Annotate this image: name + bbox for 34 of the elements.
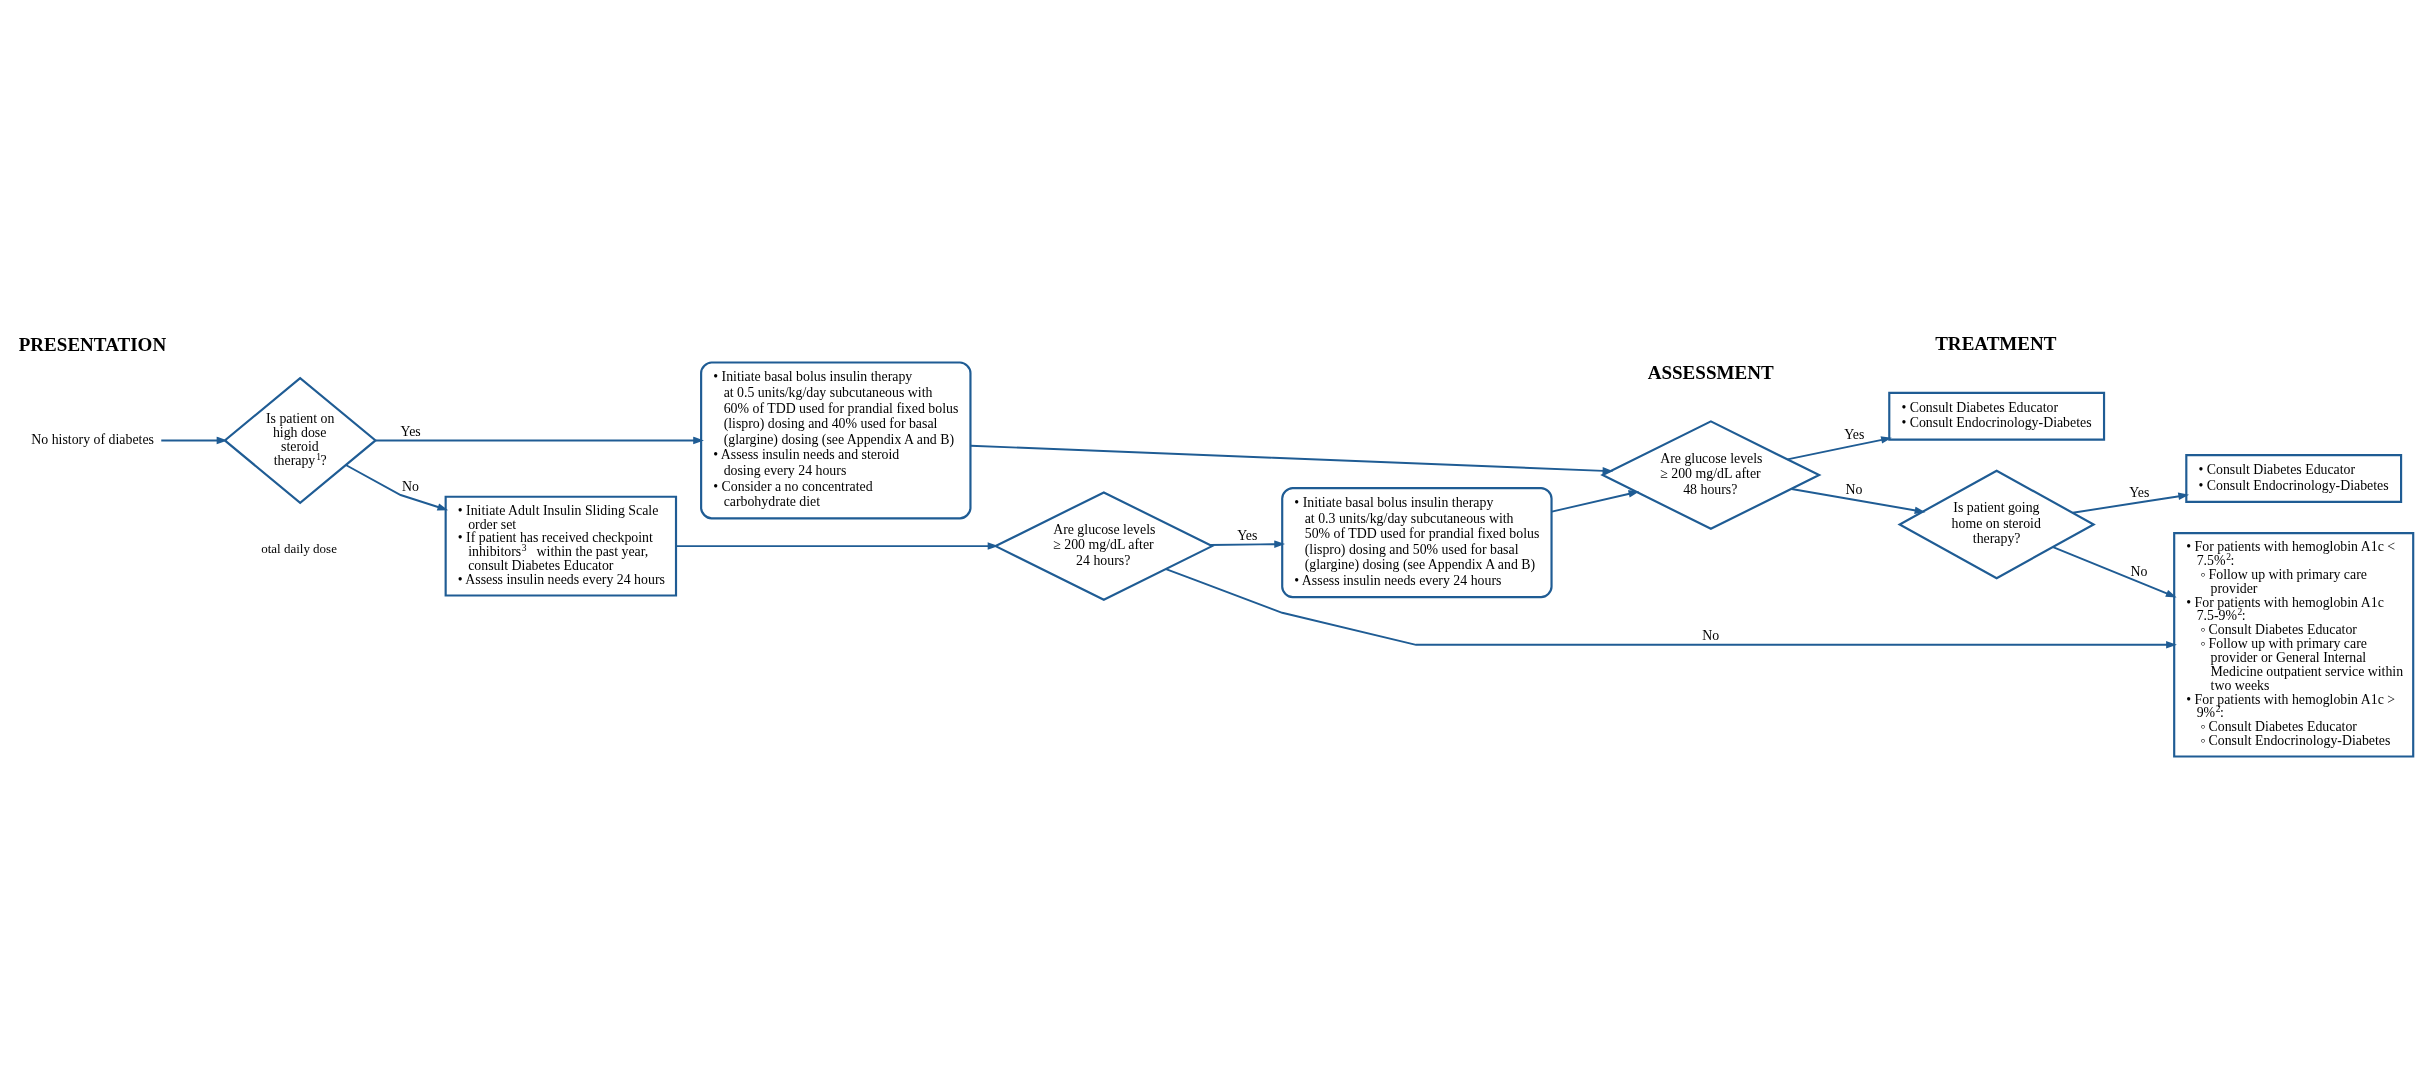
edge-label: No <box>401 478 419 494</box>
edge-label: Yes <box>2129 485 2150 501</box>
arrow <box>969 444 1614 475</box>
node-diamond: Are glucose levels ≥ 200 mg/dL after 24 hours? <box>993 491 1215 601</box>
arrow <box>1786 436 1892 461</box>
node-diamond: Is patient on high dose steroid therapy$^{1}$? <box>223 376 378 505</box>
node-box: • Initiate Adult Insulin Sliding Scale order set • If patient has received checkpoint inhibitors$^{3}$ within the past year, consult Diabetes Educator • Assess insulin needs every 24 hours <box>444 495 678 597</box>
label: ASSESSMENT <box>1647 361 1774 383</box>
edge-label: No <box>1845 481 1863 497</box>
arrow <box>675 542 999 550</box>
arrow <box>2052 546 2177 598</box>
label: PRESENTATION <box>18 333 167 355</box>
node-diamond: Is patient going home on steroid therapy? <box>1897 469 2096 580</box>
edge-label: Yes <box>400 423 421 439</box>
edge-label: No <box>2130 564 2148 580</box>
node-box: • For patients with hemoglobin A1c < 7.5%$^{2}$: ◦ Follow up with primary care provider • For patients with hemoglobin A1c 7.5-9%$^{2}$: ◦ Consult Diabetes Educator ◦ Follow up with primary care provider or General Internal Medicine outpatient service within two weeks • For patients with hemoglobin A1c > 9%$^{2}$: ◦ Consult Diabetes Educator ◦ Consult Endocrinology-Diabetes <box>2173 532 2415 758</box>
arrow <box>1790 488 1926 515</box>
node-box: • Initiate basal bolus insulin therapy at 0.5 units/kg/day subcutaneous with 60% of TDD used for prandial fixed bolus (lispro) dosing and 40% used for basal (glargine) dosing (see Appendix A and B) • Assess insulin needs and steroid dosing every 24 hours • Consider a no concentrated carbohydrate diet <box>700 361 972 520</box>
arrow <box>2071 492 2190 514</box>
arrow <box>1165 568 2177 649</box>
arrow <box>160 436 228 445</box>
arrow <box>374 436 704 445</box>
arrow <box>1550 490 1640 513</box>
node-box: • Consult Diabetes Educator • Consult Endocrinology-Diabetes <box>2185 454 2403 503</box>
node-box: • Initiate basal bolus insulin therapy at 0.3 units/kg/day subcutaneous with 50% of TDD used for prandial fixed bolus (lispro) dosing and 50% used for basal (glargine) dosing (see Appendix A and B) • Assess insulin needs every 24 hours <box>1281 487 1553 599</box>
edge-label: No <box>1702 628 1720 644</box>
label: TREATMENT <box>1935 333 2057 355</box>
label: otal daily dose <box>261 540 337 556</box>
node-box: • Consult Diabetes Educator • Consult Endocrinology-Diabetes <box>1888 391 2106 441</box>
arrow <box>1208 540 1286 548</box>
node-text: No history of diabetes <box>31 431 154 447</box>
arrow <box>344 464 449 511</box>
edge-label: Yes <box>1237 527 1258 543</box>
edge-label: Yes <box>1844 427 1865 443</box>
